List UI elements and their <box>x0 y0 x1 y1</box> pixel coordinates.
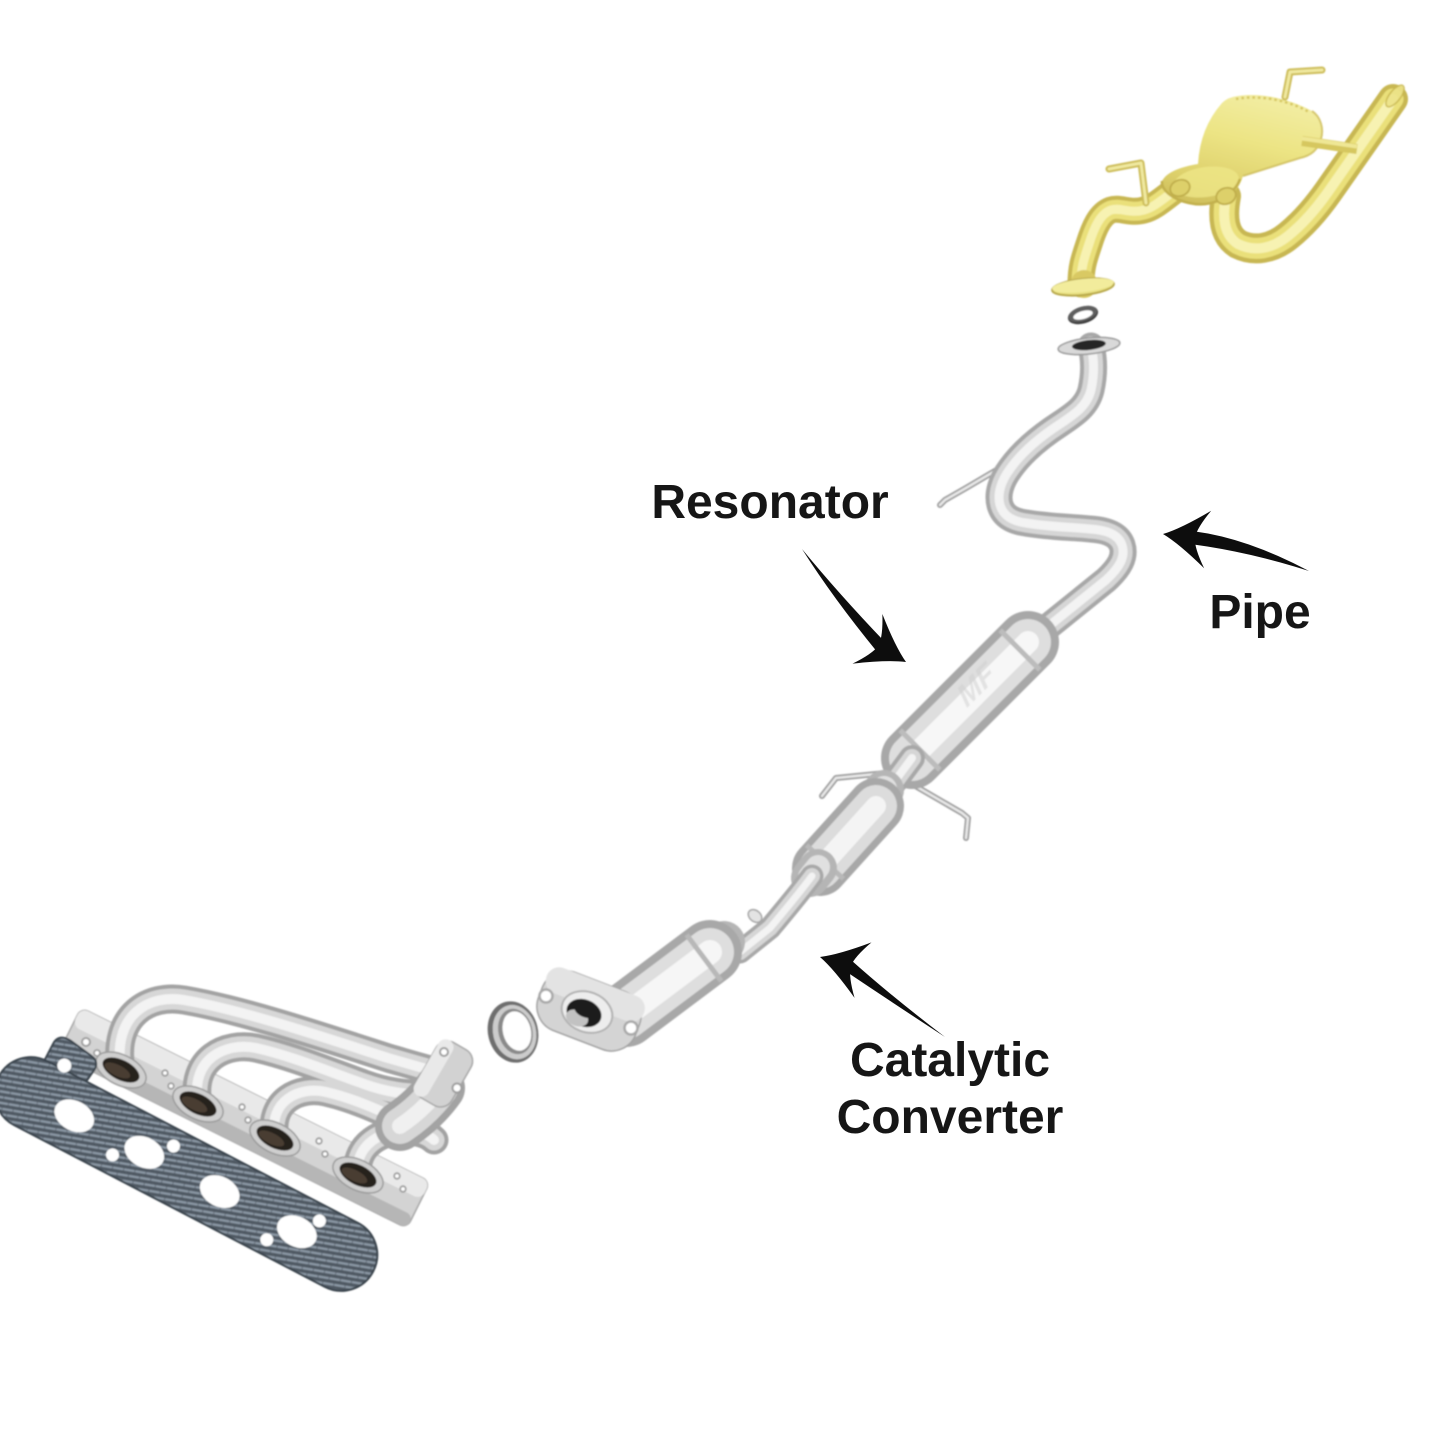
muffler-hanger-rods <box>1105 66 1326 207</box>
muffler-port-collars <box>1169 178 1237 206</box>
catalytic-converter-label: Catalytic Converter <box>836 1034 1064 1144</box>
manifold-ports <box>95 1051 384 1194</box>
pipe-hanger-rod <box>937 465 1003 508</box>
catalytic-converter <box>728 770 904 964</box>
catalytic-converter-arrow <box>820 942 945 1037</box>
muffler-inlet-flange <box>1051 270 1115 298</box>
rear-muffler-assembly <box>1051 66 1408 298</box>
exhaust-manifold <box>59 984 474 1227</box>
resonator-arrow <box>802 549 906 664</box>
manifold-collector <box>375 1039 474 1151</box>
muffler-support-strap <box>1301 136 1358 154</box>
converter-gasket-ring <box>487 1001 539 1063</box>
oxygen-sensor-bung <box>747 908 763 924</box>
pipe-label: Pipe <box>1209 586 1311 639</box>
resonator: MF <box>873 611 1059 806</box>
flange-gasket-ring <box>1067 305 1099 325</box>
muffler-inlet-pipe <box>1067 174 1192 298</box>
tail-pipe <box>1209 84 1408 264</box>
pipe-arrow <box>1163 510 1309 571</box>
intermediate-pipe <box>985 332 1137 665</box>
resonator-label: Resonator <box>651 476 889 529</box>
intermediate-pipe-flange <box>1057 336 1121 356</box>
manifold-gasket <box>0 1036 379 1292</box>
converter-outlet-flange <box>536 967 645 1052</box>
